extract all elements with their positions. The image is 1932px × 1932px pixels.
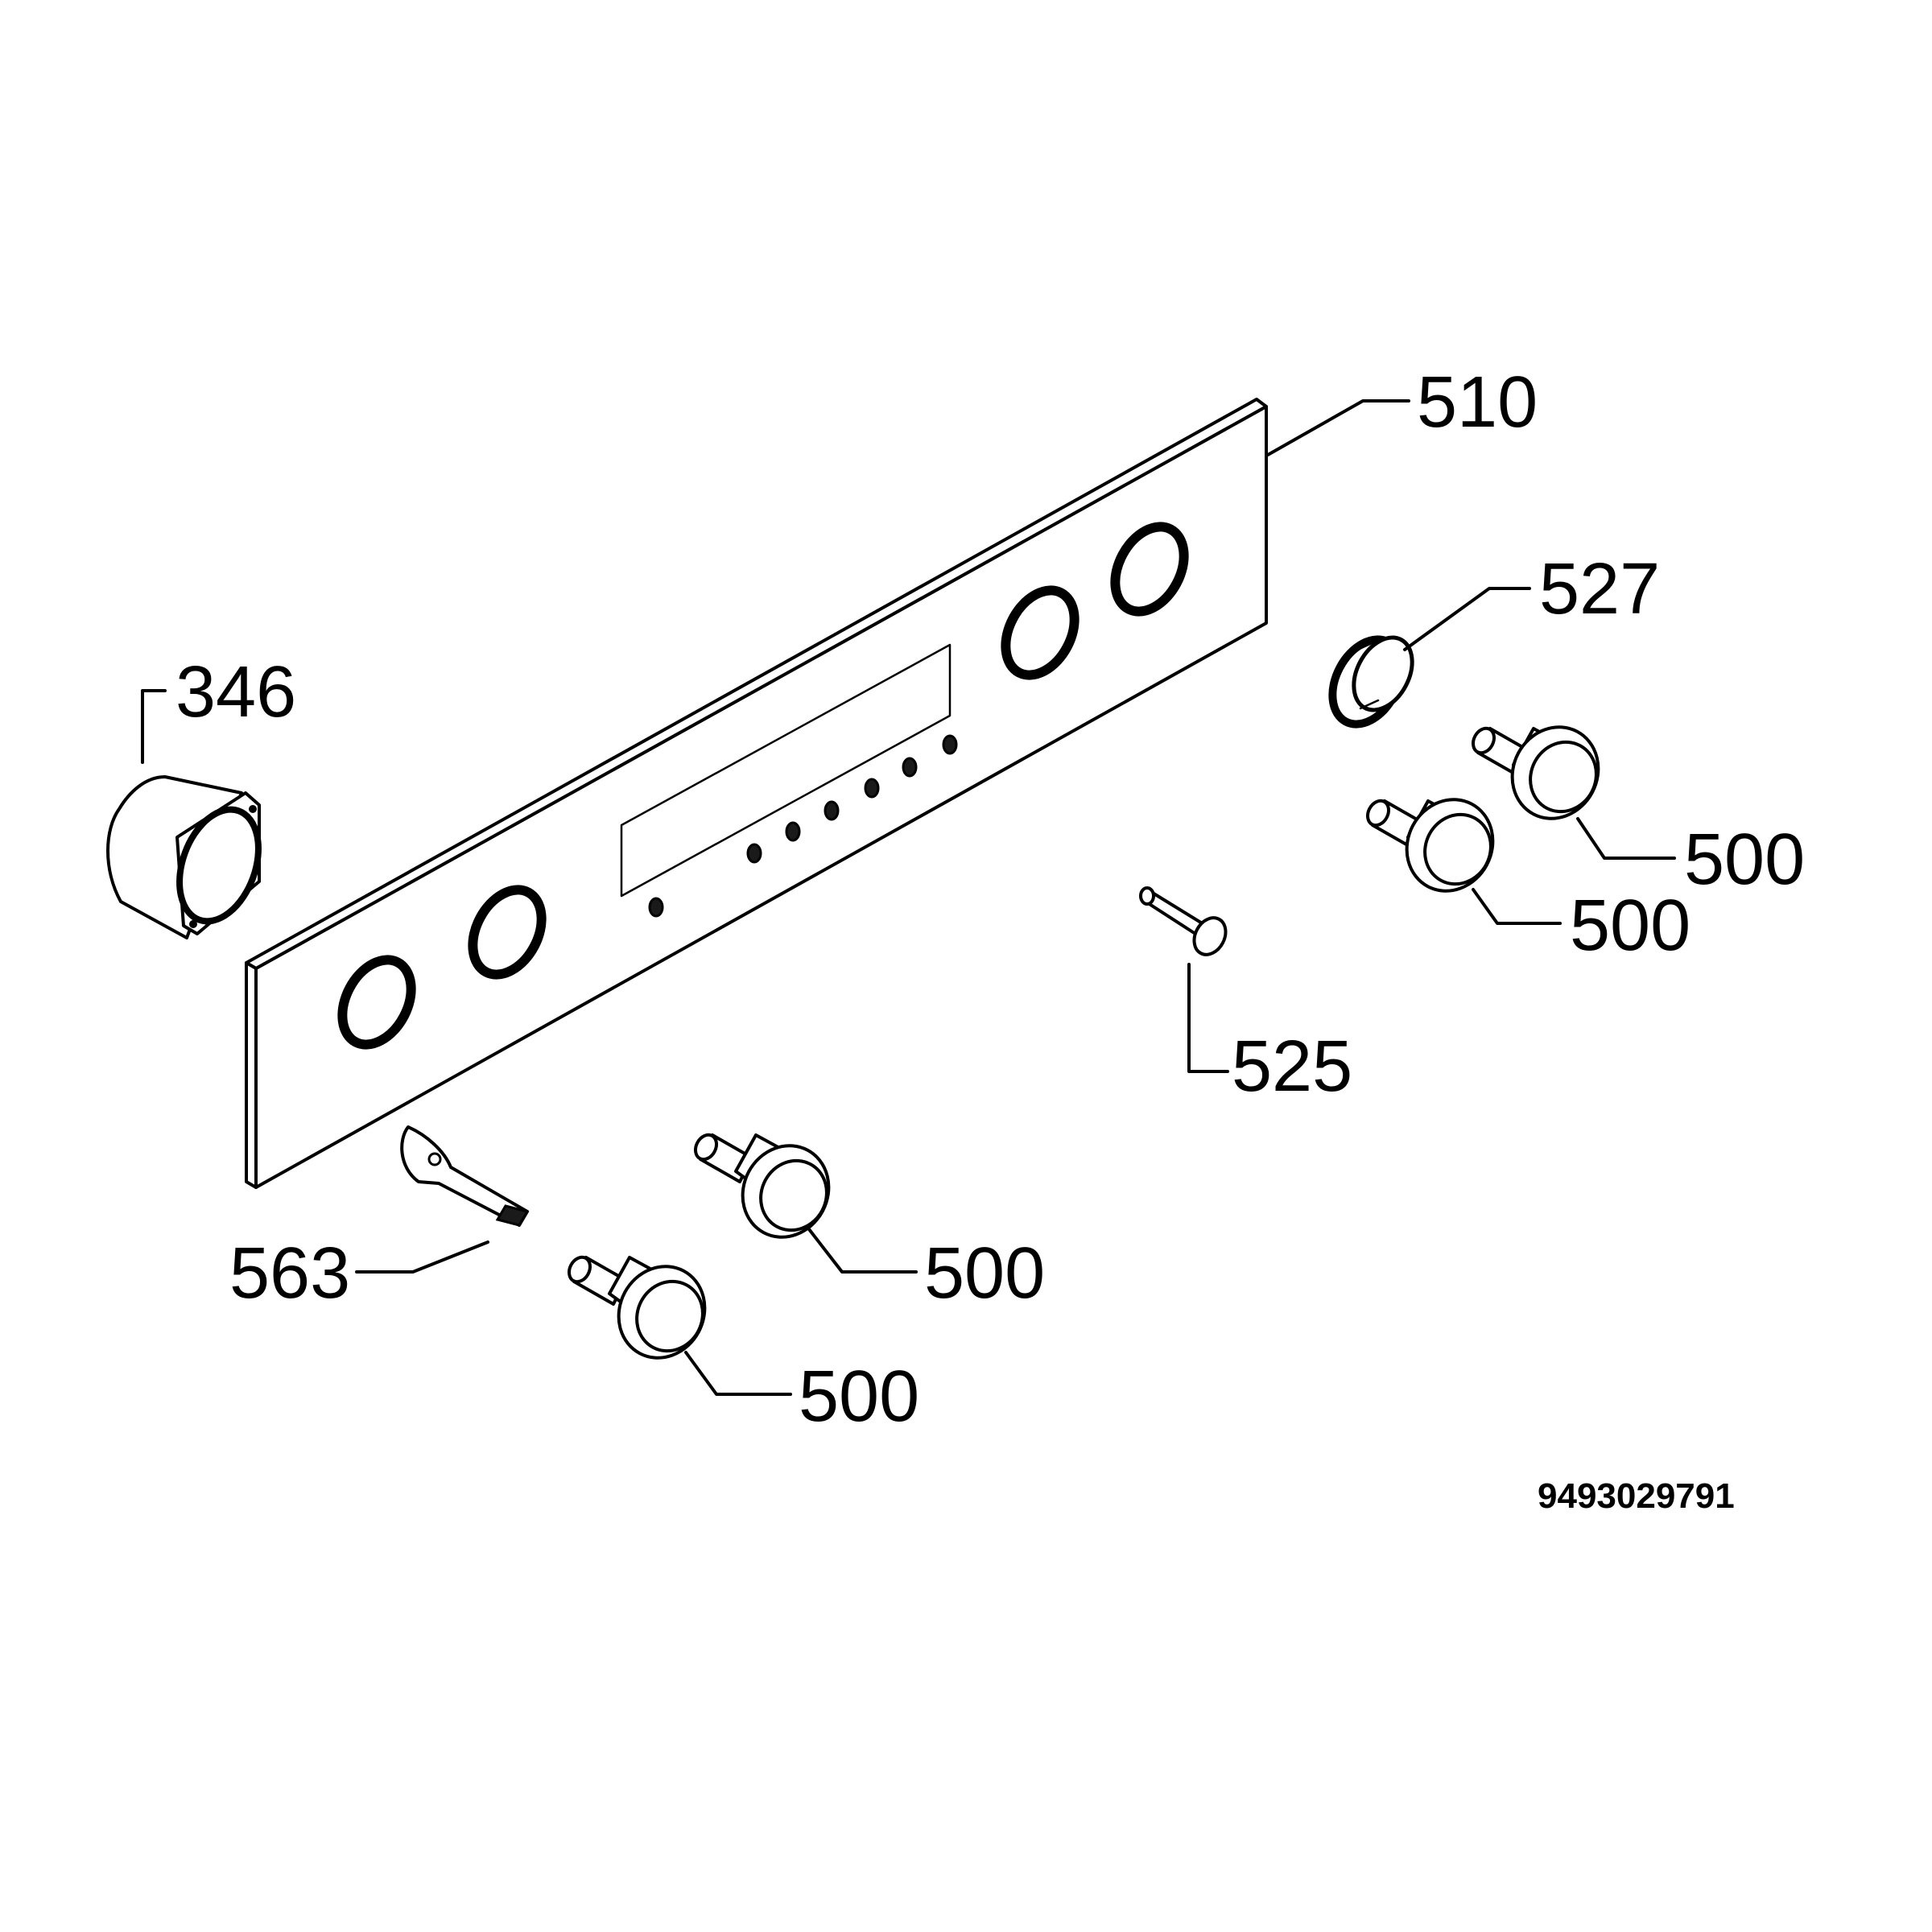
leader-line-500-lu (807, 1228, 918, 1274)
leader-line-500-rl (1472, 888, 1562, 925)
leader-lines (141, 399, 1676, 1396)
leader-line-346 (141, 689, 167, 764)
leader-line-527 (1403, 587, 1531, 651)
callout-500-right-lower: 500 (1570, 886, 1690, 966)
callout-500-right-upper: 500 (1684, 819, 1805, 900)
callout-563: 563 (229, 1233, 350, 1314)
knob-left-upper-part (694, 1133, 831, 1239)
clock-housing-part (106, 775, 262, 939)
knob-ring-part (1328, 635, 1414, 729)
callout-500-left-lower: 500 (799, 1356, 919, 1437)
leader-line-510 (1266, 399, 1410, 456)
push-button-part (1139, 886, 1228, 956)
callout-527: 527 (1539, 549, 1660, 630)
callout-346: 346 (175, 652, 296, 733)
callout-500-left-upper: 500 (924, 1233, 1045, 1314)
bracket-part (400, 1125, 530, 1227)
leader-line-563 (355, 1241, 489, 1274)
knob-left-lower-part (568, 1255, 707, 1360)
control-panel-part (245, 398, 1268, 1189)
document-number: 9493029791 (1538, 1476, 1735, 1516)
callout-525: 525 (1232, 1026, 1352, 1107)
leader-line-525 (1187, 963, 1229, 1073)
leader-line-500-ru (1576, 817, 1676, 860)
leader-line-500-ll (684, 1351, 792, 1396)
knob-right-lower-part (1366, 798, 1495, 893)
callout-510: 510 (1417, 362, 1538, 443)
knob-right-upper-part (1472, 725, 1600, 820)
